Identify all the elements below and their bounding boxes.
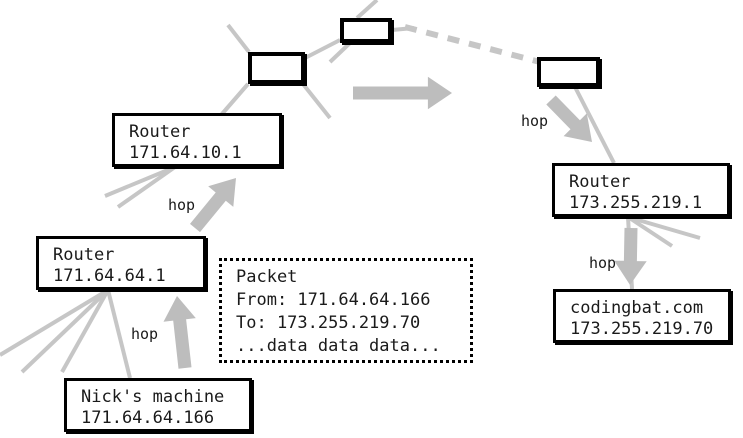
packet-line-1: Packet xyxy=(236,267,298,287)
hop-arrow-cloud-to-router xyxy=(546,95,592,142)
wire-a2 xyxy=(304,38,341,60)
hop-arrow-nick-to-router xyxy=(163,296,196,369)
wire-a5 xyxy=(301,82,332,120)
codingbat-server-line-1: codingbat.com xyxy=(570,298,704,318)
wire-a15 xyxy=(116,165,177,209)
hop-arrow-router-to-server xyxy=(614,227,647,285)
wire-a9 xyxy=(573,86,616,164)
router-171-64-10-1-line-2: 171.64.10.1 xyxy=(129,143,242,163)
router-171-64-64-1-line-2: 171.64.64.1 xyxy=(53,266,166,286)
hop-arrow-cloud-right xyxy=(353,76,452,110)
codingbat-server-line-2: 173.255.219.70 xyxy=(570,319,714,339)
router-171-64-10-1-line-1: Router xyxy=(129,122,191,142)
wire-a3 xyxy=(226,23,251,54)
wire-a10 xyxy=(0,288,110,357)
wire-a16 xyxy=(626,215,674,248)
wire-a17 xyxy=(627,215,701,240)
wire-a13 xyxy=(106,289,132,379)
wire-a4 xyxy=(220,82,250,116)
hop-label-router-to-server: hop xyxy=(589,254,617,272)
wire-a6 xyxy=(355,0,379,20)
wire-a7 xyxy=(328,41,352,64)
nicks-machine-line-2: 171.64.64.166 xyxy=(81,408,215,428)
hop-label-cloud-to-router: hop xyxy=(521,112,549,130)
unlabeled-router-a[interactable] xyxy=(248,52,305,84)
packet-line-4: ...data data data... xyxy=(236,336,441,356)
nicks-machine-line-1: Nick's machine xyxy=(81,387,225,407)
wire-a12 xyxy=(60,289,110,373)
wire-a14 xyxy=(104,165,176,198)
wire-a11 xyxy=(20,288,110,374)
packet-line-3: To: 173.255.219.70 xyxy=(236,313,421,333)
hop-arrow-router-to-router xyxy=(190,178,236,233)
packet-line-2: From: 171.64.64.166 xyxy=(236,290,431,310)
hop-label-router-to-router: hop xyxy=(168,196,196,214)
dashed-wire-cloud xyxy=(404,24,541,65)
unlabeled-router-c[interactable] xyxy=(537,57,600,87)
hop-label-nick-to-router: hop xyxy=(131,325,159,343)
router-171-64-64-1-line-1: Router xyxy=(53,245,115,265)
router-173-255-219-1-line-1: Router xyxy=(569,172,631,192)
router-173-255-219-1-line-2: 173.255.219.1 xyxy=(569,193,703,213)
unlabeled-router-b[interactable] xyxy=(340,18,392,43)
